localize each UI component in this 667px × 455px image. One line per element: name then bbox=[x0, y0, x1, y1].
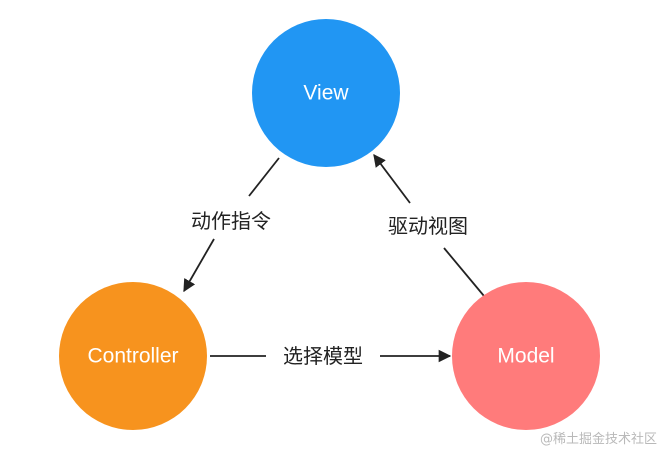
node-controller: Controller bbox=[59, 282, 207, 430]
node-view: View bbox=[252, 19, 400, 167]
node-view-circle bbox=[252, 19, 400, 167]
watermark: @稀土掘金技术社区 bbox=[539, 432, 657, 447]
node-model: Model bbox=[452, 282, 600, 430]
arrow-model-to-view-head bbox=[373, 153, 411, 204]
arrow-view-to-controller bbox=[248, 157, 280, 197]
edge-label-controller-to-model: 选择模型 bbox=[283, 344, 363, 368]
node-view-label: View bbox=[303, 82, 349, 105]
node-model-circle bbox=[452, 282, 600, 430]
arrow-model-to-view-tail bbox=[443, 247, 485, 297]
arrow-view-to-controller-head bbox=[183, 238, 215, 293]
edge-label-view-to-controller: 动作指令 bbox=[191, 209, 271, 233]
node-controller-circle bbox=[59, 282, 207, 430]
node-model-label: Model bbox=[497, 345, 554, 368]
edge-label-model-to-view: 驱动视图 bbox=[388, 214, 468, 238]
node-controller-label: Controller bbox=[87, 345, 178, 368]
